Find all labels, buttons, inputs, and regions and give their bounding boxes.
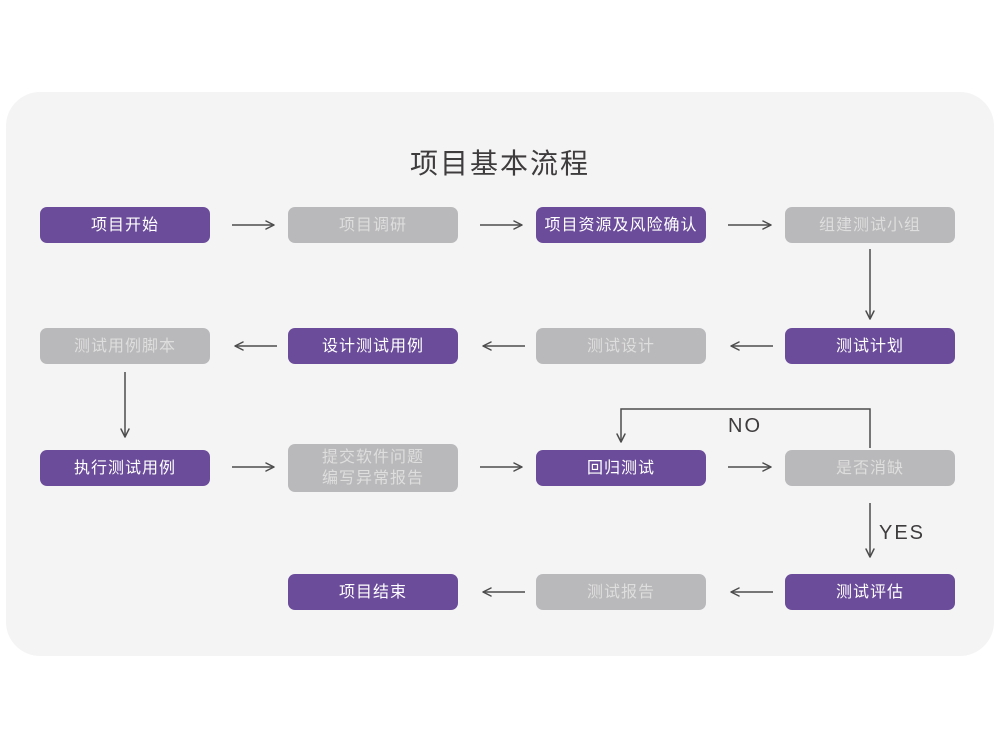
node-build-test-team: 组建测试小组 xyxy=(785,207,955,243)
node-execute-test-cases: 执行测试用例 xyxy=(40,450,210,486)
node-design-test-cases: 设计测试用例 xyxy=(288,328,458,364)
node-test-evaluation: 测试评估 xyxy=(785,574,955,610)
node-project-research: 项目调研 xyxy=(288,207,458,243)
node-test-plan: 测试计划 xyxy=(785,328,955,364)
node-test-case-script: 测试用例脚本 xyxy=(40,328,210,364)
flowchart-card xyxy=(6,92,994,656)
node-defect-resolved: 是否消缺 xyxy=(785,450,955,486)
page-title: 项目基本流程 xyxy=(409,148,590,179)
node-test-report: 测试报告 xyxy=(536,574,706,610)
node-submit-issue-report: 提交软件问题 编写异常报告 xyxy=(288,444,458,492)
node-risk-confirmation: 项目资源及风险确认 xyxy=(536,207,706,243)
node-project-start: 项目开始 xyxy=(40,207,210,243)
edge-label-yes: YES xyxy=(879,522,926,544)
node-test-design: 测试设计 xyxy=(536,328,706,364)
node-project-end: 项目结束 xyxy=(288,574,458,610)
edge-label-no: NO xyxy=(728,415,762,437)
node-regression-test: 回归测试 xyxy=(536,450,706,486)
